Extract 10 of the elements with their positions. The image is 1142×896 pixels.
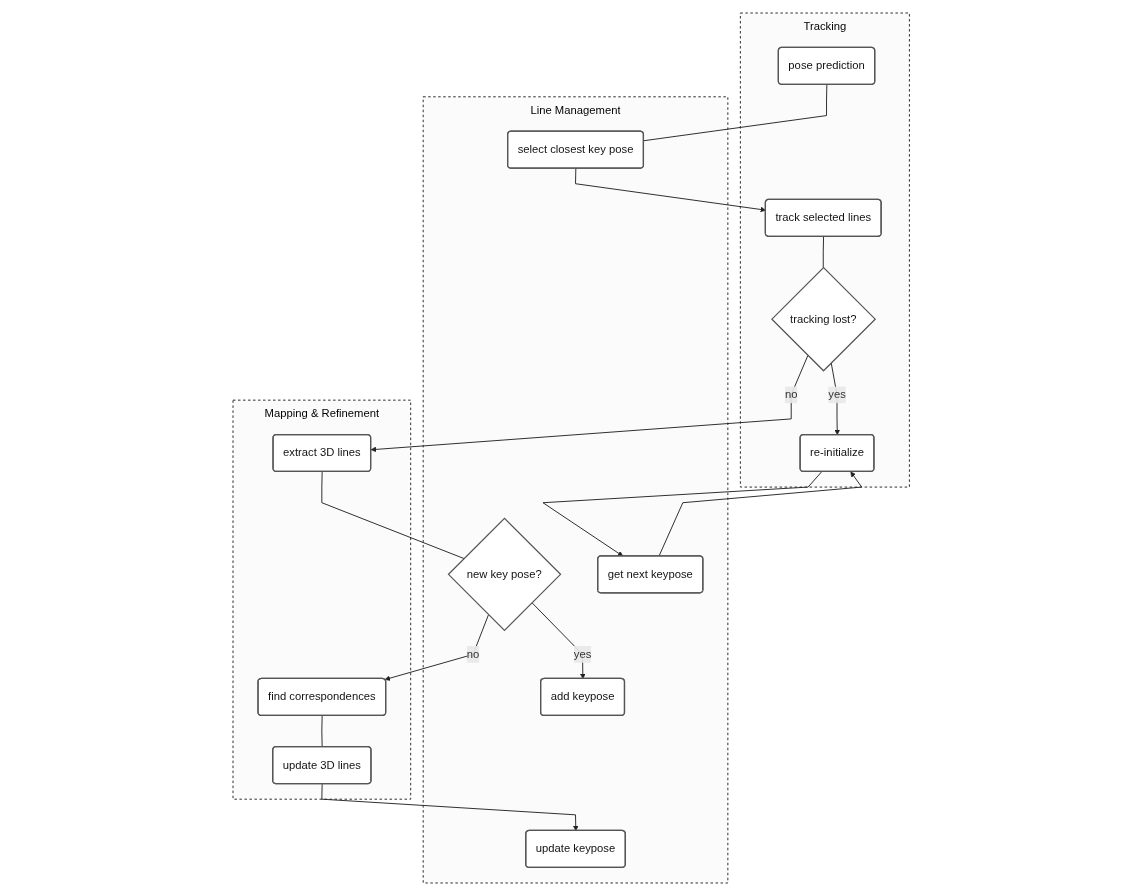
edge-label: no (784, 388, 798, 401)
edge-label: yes (828, 388, 846, 401)
connector (321, 471, 465, 559)
connector (822, 236, 824, 268)
node-diamond: tracking lost? (770, 266, 876, 372)
edge-label: no (466, 647, 480, 661)
connector (321, 715, 323, 748)
connector (643, 84, 828, 142)
edge-label: yes (573, 647, 592, 661)
node-diamond: new key pose? (447, 517, 562, 632)
